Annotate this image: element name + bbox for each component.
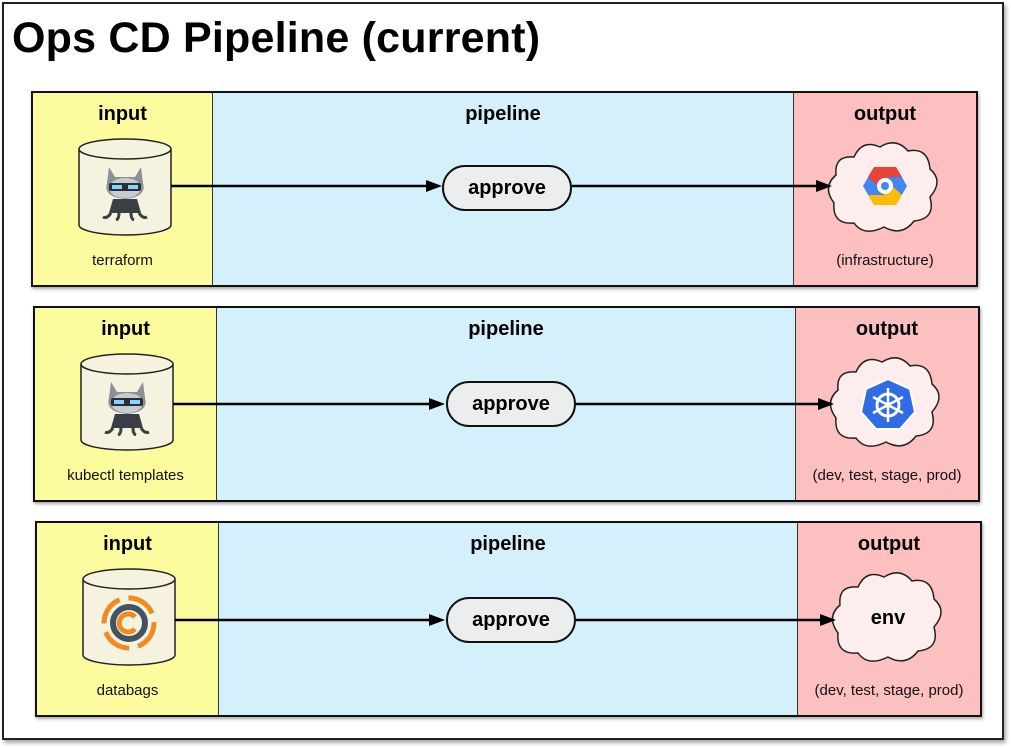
output-label: (dev, test, stage, prod) [814, 682, 964, 699]
output-heading: output [855, 318, 919, 340]
github-octocat-icon [104, 382, 150, 436]
pipeline-row-databags: input databags pipeline output env (dev,… [35, 521, 982, 717]
pipeline-heading: pipeline [468, 318, 544, 340]
page-title: Ops CD Pipeline (current) [12, 14, 541, 62]
repository-cylinder [82, 568, 176, 666]
input-label: terraform [92, 252, 153, 269]
output-heading: output [857, 533, 921, 555]
output-cloud-text: env [870, 607, 906, 629]
google-cloud-icon [863, 167, 907, 205]
input-heading: input [98, 103, 147, 125]
chef-icon [101, 595, 157, 651]
input-label: kubectl templates [67, 467, 184, 484]
pipeline-heading: pipeline [470, 533, 546, 555]
input-heading: input [103, 533, 152, 555]
output-panel: output env (dev, test, stage, prod) [798, 523, 980, 715]
input-label: databags [96, 682, 159, 699]
output-label: (infrastructure) [836, 252, 934, 269]
github-octocat-icon [102, 167, 148, 221]
pipeline-row-kubectl: input kubectl templates pipeline output [33, 306, 980, 502]
output-panel: output (dev, test, stage, prod) [796, 308, 978, 500]
approve-stage[interactable]: approve [446, 381, 576, 427]
approve-stage[interactable]: approve [442, 165, 572, 211]
output-label: (dev, test, stage, prod) [812, 467, 962, 484]
pipeline-row-terraform: input terraform pipeline output [31, 91, 978, 287]
output-panel: output (infrastructure) [794, 93, 976, 285]
approve-stage[interactable]: approve [446, 597, 576, 643]
output-heading: output [853, 103, 917, 125]
input-panel: input databags [37, 523, 219, 715]
input-panel: input kubectl templates [35, 308, 217, 500]
pipeline-heading: pipeline [465, 103, 541, 125]
input-heading: input [101, 318, 150, 340]
kubernetes-icon [860, 378, 916, 430]
input-panel: input terraform [33, 93, 213, 285]
